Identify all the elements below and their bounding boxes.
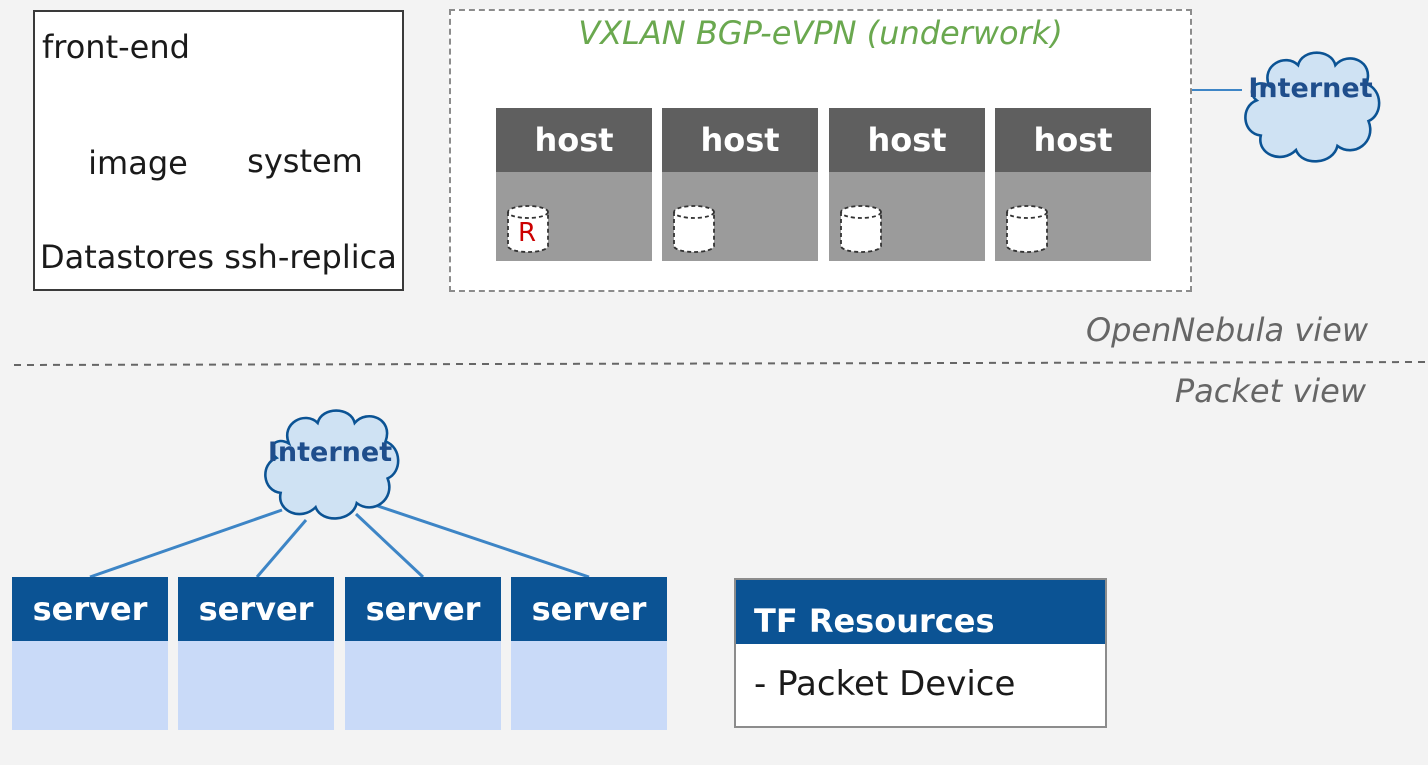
tf-resources-box: TF Resources - Packet Device <box>734 578 1107 728</box>
system-datastore-icon <box>839 204 883 254</box>
frontend-title: front-end <box>42 28 190 66</box>
host-label: host <box>496 108 652 172</box>
frontend-footer: Datastores ssh-replica <box>40 238 397 276</box>
view-separator <box>13 361 1428 366</box>
host-node: host R <box>496 108 652 261</box>
server-label: server <box>345 577 501 641</box>
host-body <box>662 172 818 261</box>
host-body: R <box>496 172 652 261</box>
host-label: host <box>829 108 985 172</box>
vxlan-label: VXLAN BGP-eVPN (underwork) <box>578 14 1063 52</box>
system-datastore-icon <box>672 204 716 254</box>
server-body <box>345 641 501 730</box>
tf-resources-title: TF Resources <box>736 580 1105 644</box>
host-node: host <box>995 108 1151 261</box>
internet-label-top: Internet <box>1248 73 1373 104</box>
frontend-box <box>33 10 404 291</box>
packet-view-label: Packet view <box>1174 372 1366 410</box>
host-body <box>829 172 985 261</box>
host-label: host <box>662 108 818 172</box>
server-body <box>12 641 168 730</box>
host-body <box>995 172 1151 261</box>
server-label: server <box>511 577 667 641</box>
opennebula-view-label: OpenNebula view <box>1085 311 1368 349</box>
system-datastore-label: system <box>247 142 363 180</box>
host-label: host <box>995 108 1151 172</box>
replica-mark: R <box>517 218 537 248</box>
host-node: host <box>662 108 818 261</box>
system-datastore-icon <box>1005 204 1049 254</box>
internet-cloud-top <box>1244 51 1381 163</box>
tf-resource-item: - Packet Device <box>754 664 1016 704</box>
server-label: server <box>12 577 168 641</box>
server-node: server <box>511 577 667 730</box>
server-links <box>89 502 590 579</box>
host-node: host <box>829 108 985 261</box>
server-body <box>511 641 667 730</box>
server-node: server <box>12 577 168 730</box>
server-body <box>178 641 334 730</box>
image-datastore-label: image <box>88 144 188 182</box>
server-label: server <box>178 577 334 641</box>
internet-label-bottom: Internet <box>267 437 393 468</box>
server-node: server <box>345 577 501 730</box>
server-node: server <box>178 577 334 730</box>
